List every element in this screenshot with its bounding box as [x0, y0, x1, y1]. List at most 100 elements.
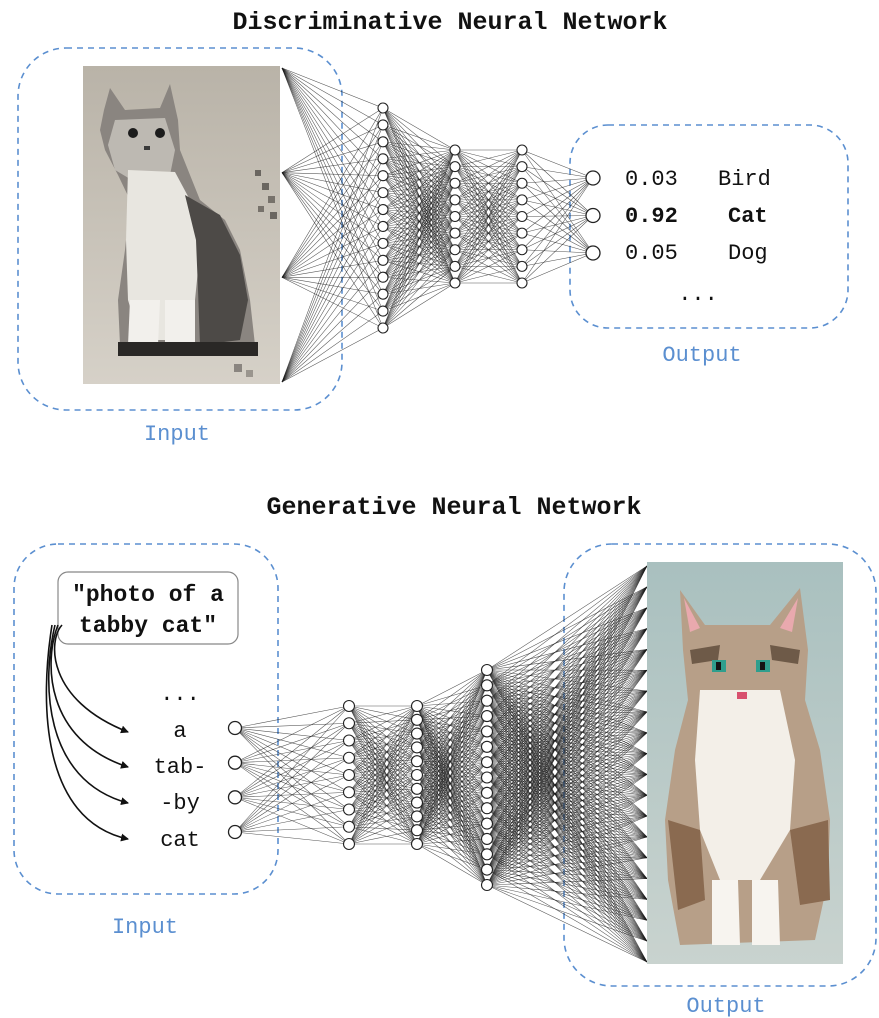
gen-connection — [416, 700, 488, 803]
disc-connection — [521, 166, 594, 254]
gen-neuron-l3-12 — [480, 848, 494, 861]
gen-connection — [486, 670, 648, 809]
gen-connection — [234, 809, 350, 833]
disc-connection — [521, 177, 594, 201]
disc-connection — [281, 67, 384, 159]
generative-output-label: Output — [686, 994, 765, 1018]
gen-neuron-l2-7 — [410, 796, 424, 809]
disc-connection — [521, 183, 594, 254]
gen-connection — [486, 565, 648, 870]
gen-connection — [416, 731, 488, 803]
gen-connection — [416, 746, 488, 831]
gen-connection — [416, 731, 488, 734]
gen-connection — [486, 774, 648, 840]
gen-connection — [234, 705, 350, 798]
gen-neuron-l1-4 — [342, 768, 356, 782]
disc-neuron-l1-6 — [377, 203, 389, 216]
disc-connection — [382, 149, 456, 312]
gen-neuron-l1-2 — [342, 734, 356, 747]
gen-connection — [486, 732, 648, 763]
gen-connection — [486, 685, 648, 692]
output-prob-bird: 0.03 — [625, 167, 678, 192]
gen-connection — [416, 760, 488, 763]
gen-connection — [416, 843, 488, 855]
disc-connection — [521, 199, 594, 254]
gen-connection — [348, 719, 418, 827]
disc-connection — [521, 215, 594, 250]
gen-connection — [486, 669, 648, 692]
gen-connection — [486, 669, 648, 733]
gen-connection — [416, 669, 488, 831]
discriminative-title: Discriminative Neural Network — [232, 8, 667, 37]
gen-connection — [486, 586, 648, 870]
gen-connection — [416, 669, 488, 734]
disc-neuron-l3-2 — [516, 177, 528, 189]
gen-connection — [486, 774, 648, 824]
gen-connection — [416, 760, 488, 778]
gen-connection — [416, 746, 488, 803]
disc-connection — [521, 177, 594, 267]
disc-connection — [521, 177, 594, 234]
disc-connection — [454, 149, 523, 267]
disc-connection — [521, 249, 594, 254]
gen-neuron-l2-10 — [410, 837, 424, 851]
gen-connection — [416, 843, 488, 886]
disc-connection — [454, 232, 523, 284]
gen-connection — [486, 565, 648, 778]
gen-connection — [486, 732, 648, 778]
gen-connection — [416, 792, 488, 831]
disc-connection — [382, 249, 456, 329]
disc-neuron-l1-7 — [377, 220, 389, 233]
gen-connection — [486, 649, 648, 840]
gen-connection — [416, 685, 488, 789]
gen-connection — [486, 669, 648, 778]
gen-connection — [416, 761, 488, 803]
gen-connection — [416, 669, 488, 803]
gen-connection — [348, 705, 418, 758]
gen-connection — [486, 685, 648, 775]
gen-connection — [486, 565, 648, 671]
disc-connection — [281, 141, 384, 173]
gen-connection — [486, 690, 648, 732]
gen-connection — [486, 565, 648, 886]
gen-connection — [348, 816, 418, 845]
disc-connection — [521, 177, 594, 250]
gen-connection — [416, 777, 488, 790]
disc-connection — [281, 67, 384, 176]
gen-connection — [486, 607, 648, 717]
disc-connection — [521, 177, 594, 217]
prompt-bubble: "photo of a tabby cat" — [57, 571, 239, 645]
gen-connection — [486, 649, 648, 763]
gen-connection — [486, 607, 648, 840]
disc-connection — [281, 141, 384, 383]
gen-connection — [486, 607, 648, 747]
gen-connection — [486, 586, 648, 886]
gen-connection — [416, 705, 488, 778]
disc-connection — [521, 216, 594, 254]
disc-connection — [382, 282, 456, 329]
gen-connection — [416, 733, 488, 794]
disc-connection — [281, 124, 384, 278]
gen-connection — [234, 722, 350, 729]
gen-connection — [486, 690, 648, 763]
gen-connection — [486, 746, 648, 754]
disc-connection — [281, 67, 384, 210]
gen-connection — [416, 700, 488, 776]
disc-connection — [454, 149, 523, 284]
gen-connection — [486, 670, 648, 855]
gen-connection — [486, 649, 648, 794]
disc-neuron-l4-0 — [585, 170, 601, 186]
disc-neuron-l3-4 — [516, 210, 528, 223]
disc-neuron-l4-2 — [585, 245, 601, 261]
gen-connection — [416, 746, 488, 748]
gen-connection — [486, 628, 648, 732]
gen-connection — [486, 649, 648, 671]
gen-connection — [416, 761, 488, 790]
gen-connection — [486, 869, 648, 900]
gen-connection — [486, 690, 648, 840]
gen-connection — [486, 732, 648, 748]
gen-connection — [348, 705, 418, 810]
gen-connection — [486, 628, 648, 870]
gen-connection — [486, 669, 648, 794]
disc-connection — [521, 149, 594, 254]
